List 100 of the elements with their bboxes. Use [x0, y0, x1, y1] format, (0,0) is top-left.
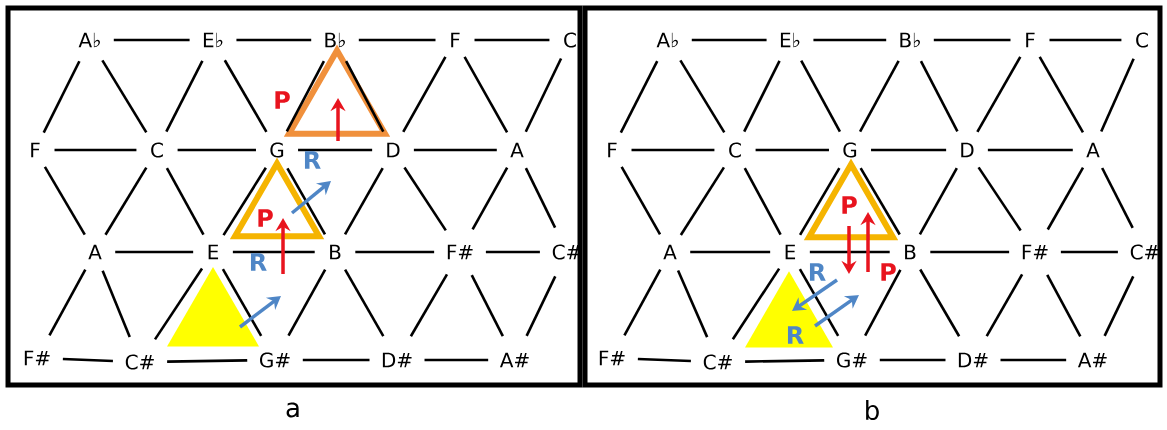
lattice-line: [232, 250, 315, 254]
lattice-line: [918, 167, 958, 235]
lattice-line: [236, 38, 312, 42]
lattice-line: [623, 269, 662, 336]
lattice-line: [298, 148, 373, 152]
lattice-line: [101, 270, 131, 338]
lattice-line: [691, 38, 767, 42]
lattice-line: [474, 38, 550, 42]
transformation-label: P: [275, 91, 290, 109]
note-label: F#: [447, 244, 473, 260]
lattice-line: [402, 56, 447, 133]
lattice-line: [1103, 275, 1135, 337]
lattice-line: [933, 38, 1011, 42]
lattice-line: [919, 60, 959, 133]
lattice-line: [48, 269, 87, 336]
note-label: F: [31, 142, 40, 158]
lattice-line: [54, 148, 137, 152]
note-label: G#: [260, 352, 290, 368]
transformation-label: R: [809, 263, 826, 281]
panel-caption: b: [866, 399, 879, 421]
lattice-line: [355, 250, 435, 254]
lattice-line: [113, 38, 190, 42]
transformation-label: R: [250, 253, 267, 271]
lattice-line: [798, 268, 840, 337]
lattice-line: [690, 250, 771, 254]
panel-frame: [582, 5, 1163, 388]
lattice-line: [1049, 38, 1122, 42]
lattice-line: [409, 273, 449, 337]
note-label: C: [151, 142, 163, 158]
note-label: C#: [125, 354, 154, 370]
lattice-line: [104, 166, 148, 236]
note-label: A: [1086, 142, 1100, 158]
note-label: G#: [837, 352, 867, 368]
lattice-line: [1046, 166, 1085, 231]
lattice-line: [470, 274, 504, 337]
note-label: A#: [499, 352, 529, 368]
note-label: C: [564, 32, 576, 48]
note-label: F#: [1022, 244, 1048, 260]
panel-frame: [5, 5, 583, 388]
lattice-line: [871, 148, 947, 152]
lattice-line: [1046, 274, 1082, 337]
lattice-line: [985, 273, 1024, 337]
note-label: E: [785, 244, 796, 260]
note-label: D: [387, 142, 400, 158]
lattice-line: [221, 268, 263, 337]
lattice-line: [977, 166, 1022, 232]
note-label: F: [608, 142, 617, 158]
lattice-line: [524, 57, 563, 133]
note-label: C: [1136, 32, 1148, 48]
note-label: A♭: [656, 32, 678, 48]
lattice-line: [286, 167, 327, 235]
note-label: C#: [1130, 244, 1159, 260]
lattice-line: [344, 268, 385, 337]
note-label: F: [1026, 32, 1035, 48]
note-label: B♭: [325, 32, 345, 48]
lattice-line: [101, 59, 148, 134]
lattice-line: [153, 267, 204, 341]
lattice-line: [987, 148, 1073, 152]
lattice-line: [1101, 167, 1134, 229]
lattice-line: [413, 148, 497, 152]
lattice-line: [42, 60, 81, 134]
lattice-line: [879, 358, 946, 362]
lattice-line: [344, 60, 385, 133]
note-label: G: [270, 142, 284, 158]
note-label: B: [330, 244, 341, 260]
note-label: D#: [382, 352, 412, 368]
lattice-line: [167, 359, 248, 363]
lattice-line: [679, 59, 726, 134]
lattice-line: [62, 357, 113, 363]
lattice-line: [864, 269, 902, 337]
note-label: D#: [958, 352, 988, 368]
lattice-line: [485, 250, 540, 254]
lattice-line: [620, 166, 662, 236]
note-label: A#: [1077, 352, 1107, 368]
lattice-line: [930, 250, 1010, 254]
lattice-line: [800, 59, 842, 133]
lattice-line: [813, 38, 887, 42]
lattice-line: [637, 357, 691, 363]
lattice-line: [302, 358, 370, 362]
note-label: C: [729, 142, 741, 158]
lattice-line: [1000, 358, 1067, 362]
transformation-label: P: [258, 209, 273, 227]
note-label: A♭: [78, 32, 100, 48]
lattice-line: [859, 167, 901, 236]
lattice-line: [165, 167, 205, 236]
lattice-line: [287, 269, 327, 337]
lattice-line: [919, 268, 961, 337]
lattice-line: [424, 358, 489, 362]
lattice-line: [115, 250, 194, 254]
lattice-line: [222, 167, 267, 236]
note-label: F#: [24, 350, 50, 366]
lattice-line: [976, 56, 1022, 133]
note-label: B♭: [900, 32, 920, 48]
note-label: A: [510, 142, 524, 158]
note-label: E♭: [780, 32, 800, 48]
note-label: F#: [599, 350, 625, 366]
lattice-line: [165, 60, 204, 133]
lattice-line: [858, 60, 900, 133]
note-label: D: [961, 142, 974, 158]
note-label: E: [208, 244, 219, 260]
